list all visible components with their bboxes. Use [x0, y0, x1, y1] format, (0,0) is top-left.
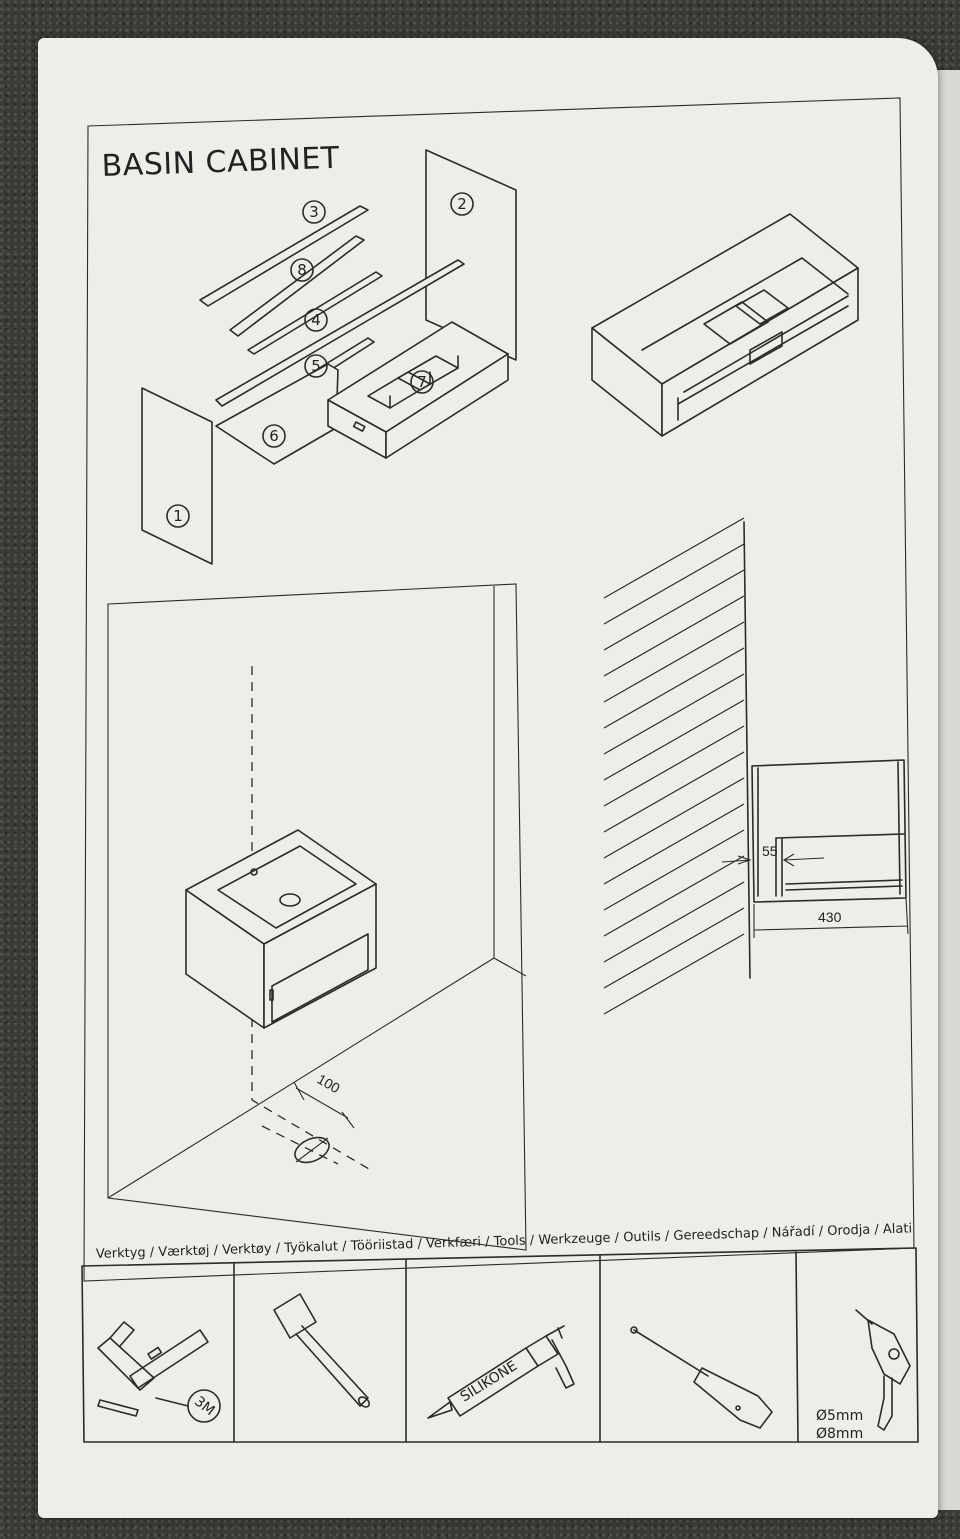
- room-frame: [107, 583, 527, 1251]
- square-level-pencil-tape-icon: 3M: [97, 1321, 221, 1423]
- bottom-panel: [215, 363, 339, 465]
- center-guide-line: [251, 666, 375, 1173]
- hatch-line: [603, 855, 745, 937]
- hatch-line: [603, 621, 745, 703]
- tools-heading: Verktyg / Værktøj / Verktøy / Työkalut /…: [96, 1221, 913, 1262]
- svg-text:8: 8: [297, 261, 307, 279]
- part-label-6: 6: [262, 424, 286, 448]
- drain-offset-label: 100: [315, 1071, 343, 1097]
- cabinet-depth-dimension: [753, 897, 909, 938]
- drain-offset-dimension: [293, 1081, 355, 1129]
- drain-guide-line: [261, 1125, 339, 1165]
- svg-text:2: 2: [457, 195, 467, 213]
- svg-text:3: 3: [309, 203, 319, 221]
- hatch-line: [603, 907, 745, 989]
- part-label-2: 2: [450, 192, 474, 216]
- wall-gap-dimension: [721, 853, 825, 867]
- svg-text:5: 5: [311, 357, 321, 375]
- drain-hole: [294, 1136, 330, 1164]
- drill-bit-5mm: Ø5mm: [816, 1408, 863, 1424]
- part-label-4: 4: [304, 308, 328, 332]
- svg-text:4: 4: [311, 311, 321, 329]
- hatch-line: [603, 933, 745, 1015]
- drawer: [327, 321, 509, 459]
- hatch-line: [603, 803, 745, 885]
- hatch-line: [603, 517, 745, 599]
- page-title: BASIN CABINET: [101, 141, 340, 184]
- floor-line: [107, 957, 495, 1199]
- part-label-1: 1: [166, 504, 190, 528]
- caulking-gun-icon: SILIKONE: [427, 1325, 575, 1419]
- mallet-icon: [273, 1293, 371, 1408]
- hatch-line: [603, 543, 745, 625]
- wall-hatching: [603, 517, 745, 1015]
- instruction-drawing: BASIN CABINET 3 2 8 4 5 7 6: [81, 97, 919, 1443]
- hatch-line: [603, 673, 745, 755]
- tools-table: [81, 1247, 919, 1443]
- part-label-5: 5: [304, 354, 328, 378]
- tools-dividers: [233, 1251, 799, 1443]
- hatch-line: [603, 647, 745, 729]
- hatch-line: [603, 751, 745, 833]
- hatch-line: [603, 595, 745, 677]
- cabinet-depth-label: 430: [818, 909, 842, 925]
- wall-gap-label: 55: [762, 843, 778, 859]
- svg-text:1: 1: [173, 507, 183, 525]
- wall-section-view: 55 430: [603, 517, 909, 1015]
- drill-icon: [855, 1309, 911, 1431]
- part-label-7: 7: [410, 370, 434, 394]
- hatch-line: [603, 699, 745, 781]
- svg-text:6: 6: [269, 427, 279, 445]
- hatch-line: [603, 725, 745, 807]
- top-strip: [199, 205, 369, 307]
- wall-hung-cabinet: [185, 829, 377, 1029]
- screwdriver-icon: [630, 1326, 773, 1429]
- instruction-page: BASIN CABINET 3 2 8 4 5 7 6: [38, 38, 938, 1518]
- back-panel: [425, 149, 517, 361]
- tape-measure-label: 3M: [191, 1394, 217, 1420]
- support-strip: [247, 271, 383, 355]
- hatch-line: [603, 777, 745, 859]
- hatch-line: [603, 829, 745, 911]
- assembled-cabinet: [591, 213, 859, 437]
- hatch-line: [603, 569, 745, 651]
- hatch-line: [603, 881, 745, 963]
- drill-bit-8mm: Ø8mm: [816, 1426, 863, 1442]
- part-label-3: 3: [302, 200, 326, 224]
- rail-strip: [229, 235, 365, 337]
- side-panel: [141, 387, 213, 565]
- installation-view: 100: [107, 583, 527, 1251]
- exploded-view: 3 2 8 4 5 7 6 1: [141, 149, 517, 565]
- wall-face: [743, 521, 751, 979]
- long-rail: [215, 259, 465, 407]
- part-label-8: 8: [290, 258, 314, 282]
- svg-text:7: 7: [417, 373, 427, 391]
